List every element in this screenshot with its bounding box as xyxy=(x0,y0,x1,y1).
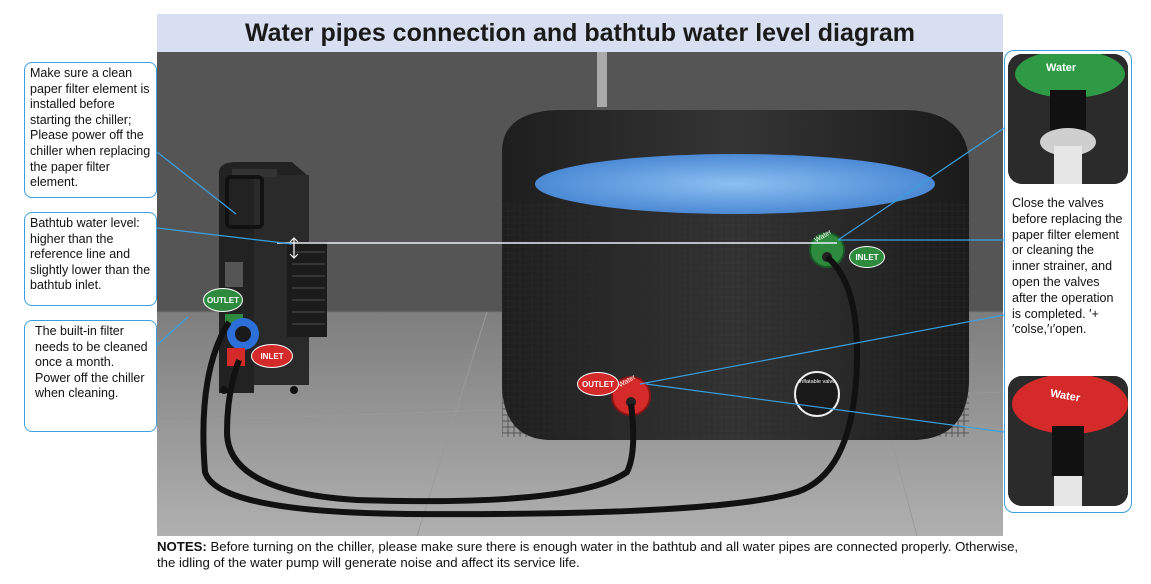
tub-inlet-badge: INLET xyxy=(849,246,885,268)
inflatable-valve-label: Inflatable valve xyxy=(798,379,836,385)
valves-callout: Close the valves before replacing the pa… xyxy=(1007,193,1129,365)
water-level-text: Bathtub water level: higher than the ref… xyxy=(30,216,151,293)
filter-element-callout: Make sure a clean paper filter element i… xyxy=(24,62,157,198)
water-level-callout: Bathtub water level: higher than the ref… xyxy=(24,212,157,306)
notes-body: Before turning on the chiller, please ma… xyxy=(157,539,1019,570)
valves-text: Close the valves before replacing the pa… xyxy=(1012,196,1123,337)
scene-illustration xyxy=(157,52,1003,536)
notes-heading: NOTES: xyxy=(157,539,207,554)
green-valve-closeup: Water xyxy=(1008,54,1128,184)
diagram-title: Water pipes connection and bathtub water… xyxy=(157,14,1003,52)
filter-element-text: Make sure a clean paper filter element i… xyxy=(30,66,151,190)
chiller-outlet-badge: OUTLET xyxy=(203,288,243,312)
notes-text: NOTES: Before turning on the chiller, pl… xyxy=(157,539,1037,571)
green-valve-text: Water xyxy=(1046,62,1077,74)
red-valve-closeup: Water xyxy=(1008,376,1128,506)
tub-outlet-badge: OUTLET xyxy=(577,372,619,396)
builtin-filter-text: The built-in filter needs to be cleaned … xyxy=(35,324,148,401)
builtin-filter-callout: The built-in filter needs to be cleaned … xyxy=(24,320,157,432)
scene-photo: OUTLET INLET INLET OUTLET Water Water In… xyxy=(157,52,1003,536)
chiller-inlet-badge: INLET xyxy=(251,344,293,368)
